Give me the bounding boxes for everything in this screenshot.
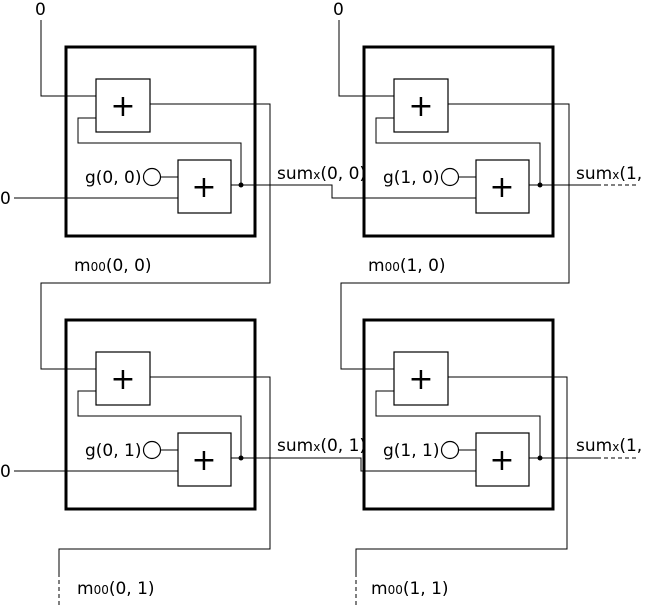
adder-top-0-0	[95, 78, 151, 133]
input-top-right-wire	[338, 20, 394, 97]
sum-out-wire-0-0	[231, 184, 476, 199]
adder-bottom-symbol-1-1: +	[489, 443, 514, 478]
feedback-wire-1-1	[375, 390, 541, 458]
sum-label-1-1: sumx(1,	[576, 436, 642, 456]
sum-label-1-0: sumx(1,	[576, 164, 642, 184]
g-label-1-0: g(1, 0)	[383, 168, 440, 188]
adder-bottom-0-0	[177, 159, 232, 214]
adder-bottom-symbol-1-0: +	[489, 170, 514, 205]
sum-label-0-0: sumx(0, 0)	[277, 164, 366, 184]
sum-out-wire-0-1	[231, 457, 476, 472]
g-register-0-1	[142, 440, 162, 460]
g-label-0-1: g(0, 1)	[85, 441, 142, 461]
junction-dot-1-0	[537, 182, 543, 188]
adder-top-0-1	[95, 351, 151, 406]
g-register-1-1	[440, 440, 460, 460]
junction-dot-1-1	[537, 455, 543, 461]
junction-dot-0-0	[238, 182, 244, 188]
adder-top-symbol-1-0: +	[408, 89, 433, 124]
feedback-wire-0-0	[77, 117, 242, 185]
adder-bottom-1-0	[475, 159, 530, 214]
adder-top-output-wire-1-1	[355, 376, 568, 573]
input-top-left-wire	[40, 20, 96, 97]
junction-dot-0-1	[238, 455, 244, 461]
adder-top-output-wire-0-0	[40, 103, 271, 370]
adder-top-output-wire-1-0	[340, 103, 570, 370]
g-register-0-0	[142, 167, 162, 187]
adder-top-1-1	[393, 351, 449, 406]
sum-label-0-1: sumx(0, 1)	[277, 436, 366, 456]
input-left-row0-label: 0	[0, 189, 11, 209]
adder-bottom-symbol-0-1: +	[191, 443, 216, 478]
adder-bottom-0-1	[177, 432, 232, 487]
g-register-1-0	[440, 167, 460, 187]
m-label-0-1: m00(0, 1)	[77, 579, 155, 599]
m-label-0-0: m00(0, 0)	[74, 256, 152, 276]
adder-top-output-wire-0-1	[58, 376, 271, 573]
adder-bottom-1-1	[475, 432, 530, 487]
input-left-row1-label: 0	[0, 462, 11, 482]
input-top-right-label: 0	[333, 0, 344, 20]
adder-top-symbol-0-1: +	[110, 362, 135, 397]
g-label-1-1: g(1, 1)	[383, 441, 440, 461]
m-label-1-1: m00(1, 1)	[371, 579, 449, 599]
adder-top-symbol-1-1: +	[408, 362, 433, 397]
m-label-1-0: m00(1, 0)	[368, 256, 446, 276]
adder-bottom-symbol-0-0: +	[191, 170, 216, 205]
g-label-0-0: g(0, 0)	[85, 168, 142, 188]
input-top-left-label: 0	[35, 0, 46, 20]
adder-top-symbol-0-0: +	[110, 89, 135, 124]
feedback-wire-1-0	[375, 117, 541, 185]
adder-top-1-0	[393, 78, 449, 133]
feedback-wire-0-1	[77, 390, 242, 458]
